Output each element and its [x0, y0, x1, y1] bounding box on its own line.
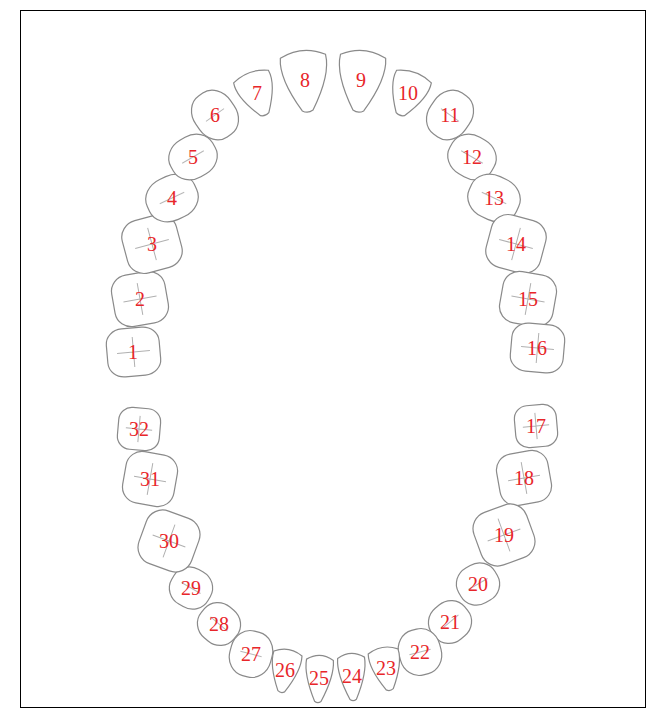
tooth: 32 — [117, 407, 161, 451]
tooth: 11 — [428, 89, 472, 141]
tooth: 4 — [145, 175, 199, 221]
tooth-number: 30 — [159, 531, 179, 551]
tooth-number: 6 — [210, 105, 220, 125]
tooth: 3 — [123, 216, 181, 272]
tooth: 16 — [510, 323, 565, 373]
tooth: 18 — [497, 451, 551, 505]
tooth-number: 18 — [514, 468, 534, 488]
tooth: 31 — [123, 452, 177, 506]
tooth: 19 — [475, 506, 533, 564]
tooth: 7 — [235, 68, 279, 118]
tooth-number: 26 — [275, 660, 295, 680]
tooth-number: 21 — [440, 612, 460, 632]
tooth-number: 8 — [300, 70, 310, 90]
tooth: 8 — [278, 46, 332, 114]
tooth: 29 — [169, 567, 213, 609]
tooth: 14 — [487, 216, 545, 272]
tooth-number: 2 — [135, 289, 145, 309]
tooth-number: 28 — [209, 614, 229, 634]
tooth-number: 9 — [356, 70, 366, 90]
tooth: 1 — [106, 327, 161, 377]
tooth-number: 31 — [140, 469, 160, 489]
tooth-number: 15 — [518, 289, 538, 309]
tooth: 30 — [140, 512, 198, 570]
tooth-number: 29 — [181, 578, 201, 598]
tooth: 10 — [386, 68, 430, 118]
tooth: 5 — [168, 135, 218, 179]
tooth-number: 17 — [526, 416, 546, 436]
tooth-number: 12 — [462, 147, 482, 167]
tooth-number: 24 — [342, 666, 362, 686]
tooth: 25 — [303, 652, 335, 704]
tooth: 23 — [368, 644, 404, 692]
tooth-number: 25 — [309, 668, 329, 688]
tooth-number: 7 — [252, 83, 262, 103]
tooth-number: 4 — [167, 188, 177, 208]
tooth-number: 32 — [129, 419, 149, 439]
tooth: 22 — [398, 628, 442, 676]
tooth-number: 27 — [241, 644, 261, 664]
tooth: 17 — [514, 404, 558, 448]
tooth-number: 3 — [147, 234, 157, 254]
tooth: 15 — [500, 272, 556, 326]
tooth: 12 — [447, 135, 497, 179]
tooth-number: 13 — [484, 188, 504, 208]
tooth: 9 — [334, 46, 388, 114]
tooth: 24 — [336, 650, 368, 702]
tooth: 28 — [197, 603, 241, 645]
tooth-number: 10 — [398, 83, 418, 103]
tooth: 6 — [193, 89, 237, 141]
tooth-number: 22 — [410, 642, 430, 662]
tooth-number: 16 — [527, 338, 547, 358]
tooth-number: 20 — [468, 574, 488, 594]
tooth: 2 — [112, 272, 168, 326]
tooth: 20 — [456, 563, 500, 605]
tooth-number: 5 — [188, 147, 198, 167]
tooth-number: 23 — [376, 658, 396, 678]
tooth-number: 19 — [494, 525, 514, 545]
tooth-number: 1 — [128, 342, 138, 362]
tooth-number: 11 — [440, 105, 459, 125]
tooth-number: 14 — [506, 234, 526, 254]
tooth: 13 — [467, 175, 521, 221]
